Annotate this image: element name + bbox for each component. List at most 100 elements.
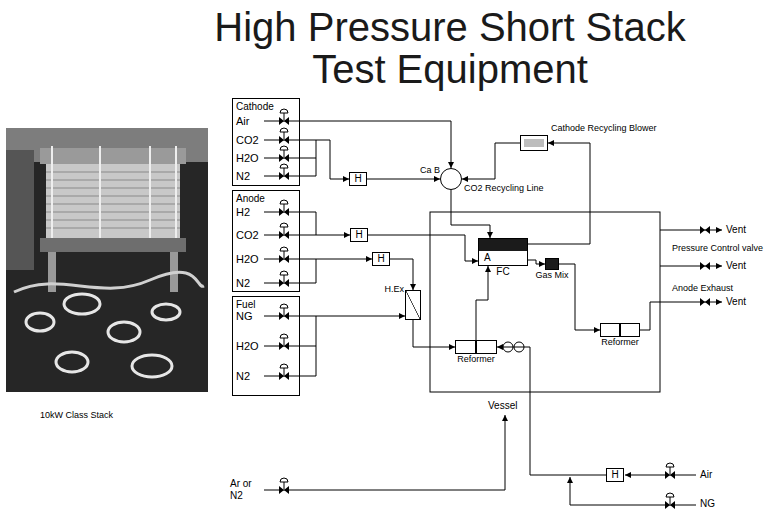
supply-valve bbox=[279, 304, 289, 320]
stack-top-plate bbox=[40, 148, 186, 164]
node-label: H bbox=[355, 229, 363, 241]
annotation-label: NG bbox=[700, 498, 715, 510]
pipe-connector bbox=[451, 190, 490, 238]
pipe-connector bbox=[476, 266, 488, 340]
supply-valve bbox=[279, 164, 289, 180]
photo-pipe-ring bbox=[152, 304, 180, 320]
gas-name: Air bbox=[236, 115, 249, 128]
cell-layers bbox=[46, 172, 180, 228]
annotation-label: Vent bbox=[726, 224, 746, 236]
pipe-connector bbox=[300, 140, 349, 179]
pipe-connector bbox=[462, 143, 520, 179]
gas-supply-panel: FuelNG H2O N2 bbox=[232, 296, 300, 396]
node-label: FC bbox=[496, 266, 509, 277]
supply-valve bbox=[279, 271, 289, 287]
cathode-burner-circle: Ca B bbox=[440, 168, 462, 190]
panel-heading: Fuel bbox=[236, 298, 255, 311]
supply-valve bbox=[279, 478, 289, 494]
panel-heading: Cathode bbox=[236, 100, 274, 113]
heater-box: H bbox=[350, 228, 368, 242]
pipe-connector bbox=[413, 320, 455, 347]
annotation-label: Pressure Control valve bbox=[672, 243, 763, 254]
photo-ground bbox=[6, 128, 208, 392]
supply-valve bbox=[279, 146, 289, 162]
stack-leg bbox=[48, 252, 56, 292]
supply-valve bbox=[279, 364, 289, 380]
pipe-connector bbox=[300, 235, 350, 236]
gas-name: H2 bbox=[236, 206, 250, 219]
photo-pipe bbox=[14, 272, 204, 292]
annotation-label: Vent bbox=[726, 296, 746, 308]
node-label: H bbox=[354, 173, 362, 185]
anode-exhaust-line bbox=[640, 302, 722, 330]
reformer-box: Reformer bbox=[600, 323, 640, 337]
node-label: H.Ex bbox=[384, 284, 404, 295]
supply-valve bbox=[279, 223, 289, 239]
gas-supply-panel: CathodeAirCO2H2O N2 bbox=[232, 98, 300, 186]
node-label: Gas Mix bbox=[535, 270, 568, 281]
pressure-control-line bbox=[660, 266, 722, 267]
node-label: Reformer bbox=[601, 337, 639, 348]
tie-rods bbox=[52, 146, 176, 252]
node-label: Cathode Recycling Blower bbox=[551, 123, 657, 134]
gas-name: H2O bbox=[236, 253, 259, 266]
node-label: Ca B bbox=[420, 165, 440, 176]
vent-valve bbox=[700, 298, 710, 306]
purge-line bbox=[264, 415, 505, 490]
annotation-label: Ar or N2 bbox=[230, 478, 260, 502]
supply-valve bbox=[279, 200, 289, 216]
gas-name: CO2 bbox=[236, 134, 259, 147]
heater-box: H bbox=[349, 172, 367, 186]
gas-name: N2 bbox=[236, 370, 250, 383]
title: High Pressure Short Stack Test Equipment bbox=[190, 6, 710, 90]
supply-valve bbox=[665, 463, 675, 479]
annotation-label: Vessel bbox=[488, 400, 517, 412]
annotation-label: CO2 Recycling Line bbox=[464, 183, 544, 194]
gas-name: H2O bbox=[236, 340, 259, 353]
gas-name: N2 bbox=[236, 170, 250, 183]
node-label: Reformer bbox=[457, 354, 495, 365]
vent-line bbox=[660, 230, 722, 231]
gas-supply-panel: AnodeH2CO2H2ON2 bbox=[232, 190, 300, 292]
pipe-connector bbox=[300, 316, 405, 317]
vent-valve bbox=[700, 226, 710, 234]
panel-heading: Anode bbox=[236, 192, 265, 205]
photo-wall bbox=[6, 150, 34, 270]
annotation-label: Anode Exhaust bbox=[672, 283, 733, 294]
node-label: H bbox=[611, 469, 619, 481]
node-label: A bbox=[484, 252, 491, 263]
photo-pipe-ring bbox=[26, 313, 54, 331]
pipe-connector bbox=[528, 260, 545, 264]
supply-valve bbox=[279, 247, 289, 263]
gas-name: CO2 bbox=[236, 229, 259, 242]
supply-valve bbox=[279, 128, 289, 144]
pipe-connector bbox=[367, 179, 440, 180]
stack-bottom-plate bbox=[40, 238, 186, 252]
photo-pipe-ring bbox=[108, 322, 140, 342]
photo-pipe-ring bbox=[64, 294, 100, 314]
blower-box: Cathode Recycling Blower bbox=[520, 135, 548, 151]
photo-caption: 10kW Class Stack bbox=[40, 410, 113, 421]
stack-cells bbox=[46, 164, 180, 238]
cathode-gas-lines bbox=[264, 121, 316, 176]
stack-photo bbox=[6, 128, 208, 392]
ng-inlet-line bbox=[570, 477, 696, 505]
heater-box: H bbox=[372, 252, 390, 266]
supply-valve bbox=[279, 334, 289, 350]
photo-pipe-ring bbox=[56, 352, 88, 372]
pipe-connector bbox=[300, 259, 372, 260]
fuel-cell-stack: AFC bbox=[478, 238, 528, 266]
air-inlet-line bbox=[625, 475, 696, 476]
gas-name: H2O bbox=[236, 152, 259, 165]
pipe-connector bbox=[528, 143, 590, 244]
heater-box: H bbox=[606, 468, 624, 482]
pressure-control-valve bbox=[700, 262, 710, 270]
gas-name: NG bbox=[236, 310, 253, 323]
anode-gas-lines bbox=[264, 212, 316, 283]
photo-pipe-ring bbox=[132, 355, 172, 377]
supply-valve bbox=[665, 493, 675, 509]
annotation-label: Air bbox=[700, 469, 712, 481]
pipe-connector bbox=[300, 121, 451, 168]
node-label: H bbox=[377, 253, 385, 265]
